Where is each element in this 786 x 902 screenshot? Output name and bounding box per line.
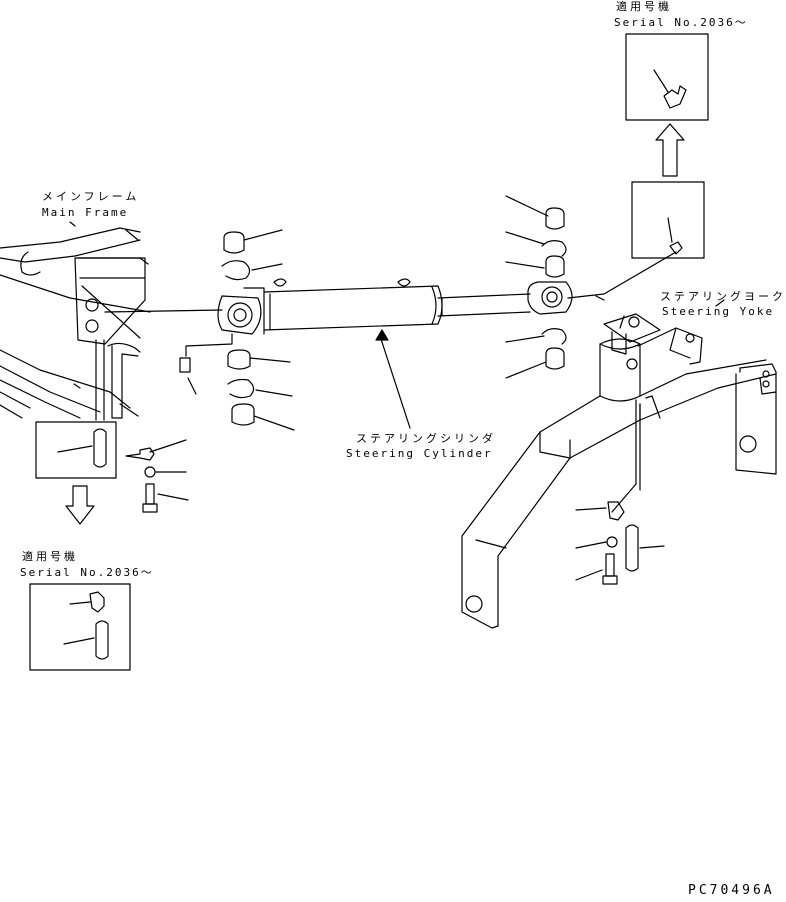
serial-label-jp-bottom: 適用号機: [22, 550, 78, 563]
steering-cylinder-label-jp: ステアリングシリンダ: [356, 432, 496, 445]
serial-label-jp-top: 適用号機: [616, 0, 672, 13]
steering-cylinder-drawing: [217, 278, 573, 335]
serial-label-en-top: Serial No.2036～: [614, 16, 748, 29]
serial-box-left: [29, 583, 131, 671]
serial-label-en-bottom: Serial No.2036～: [20, 566, 154, 579]
nipple-box: [631, 181, 705, 259]
main-frame-label-en: Main Frame: [42, 206, 129, 219]
steering-yoke-drawing: [461, 313, 777, 629]
steering-cylinder-label-en: Steering Cylinder: [346, 447, 493, 460]
pin-box: [35, 421, 117, 479]
drawing-code: PC70496A: [688, 883, 775, 898]
serial-box-right: [625, 33, 709, 121]
main-frame-label-jp: メインフレーム: [42, 190, 140, 203]
steering-yoke-label-en: Steering Yoke: [662, 305, 775, 318]
steering-yoke-label-jp: ステアリングヨーク: [660, 290, 786, 303]
main-frame-drawing: [0, 227, 151, 421]
